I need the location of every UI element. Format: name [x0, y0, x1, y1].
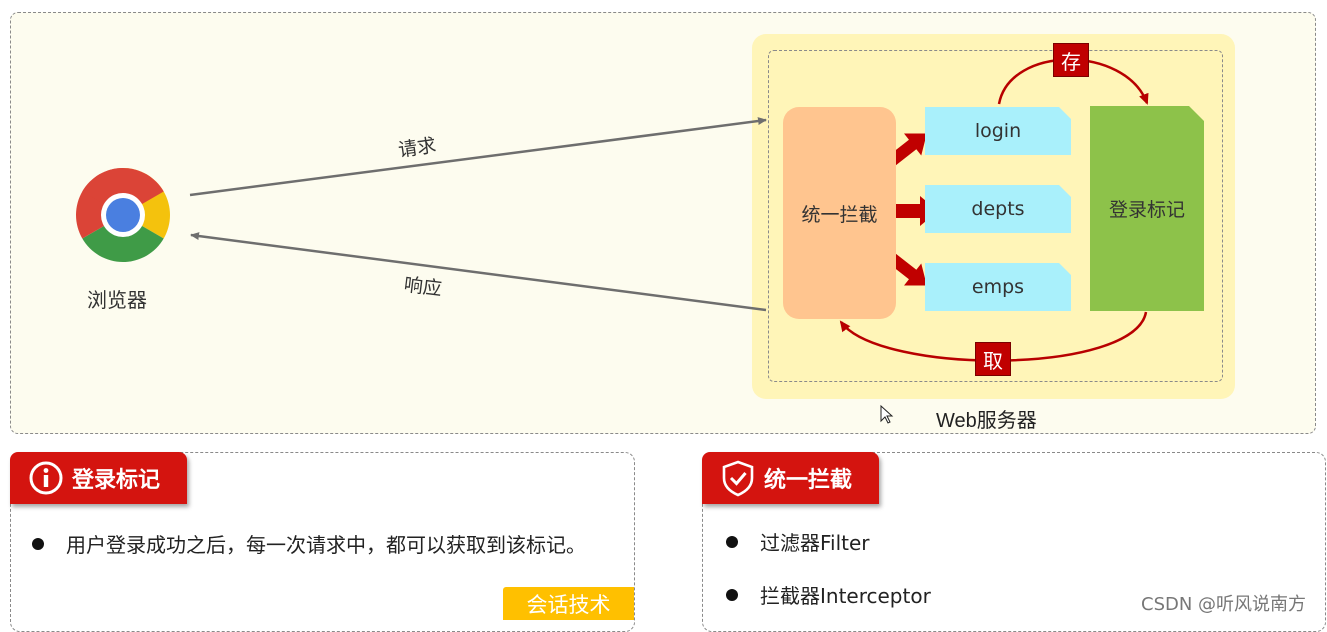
browser-icon: [76, 168, 170, 262]
login-flag-box: 登录标记: [1090, 106, 1204, 311]
fetch-tag: 取: [975, 342, 1011, 376]
list-item-text: 用户登录成功之后，每一次请求中，都可以获取到该标记。: [66, 533, 586, 557]
info-icon: [29, 461, 63, 495]
bullet-dot: [32, 537, 44, 550]
store-tag: 存: [1053, 43, 1089, 77]
shield-check-icon: [722, 460, 754, 497]
list-item-text: 拦截器Interceptor: [760, 584, 931, 608]
list-item-text: 过滤器Filter: [760, 531, 870, 555]
list-item: 过滤器Filter: [726, 527, 870, 556]
endpoint-depts: depts: [925, 185, 1071, 233]
request-label: 请求: [396, 134, 438, 162]
list-item: 用户登录成功之后，每一次请求中，都可以获取到该标记。: [32, 529, 586, 558]
session-tech-badge: 会话技术: [503, 587, 634, 620]
login-flag-card-title: 登录标记: [72, 468, 161, 493]
request-arrow: [189, 117, 767, 197]
bullet-dot: [726, 535, 738, 548]
web-server-boundary: [768, 50, 1223, 382]
web-server-label: Web服务器: [936, 410, 1037, 432]
browser-label: 浏览器: [87, 288, 147, 312]
mouse-cursor-icon: [880, 404, 894, 424]
login-flag-label: 登录标记: [1108, 199, 1185, 221]
interceptor-card-header: 统一拦截: [702, 452, 879, 504]
endpoint-login: login: [925, 107, 1071, 155]
response-arrow: [190, 232, 767, 312]
bullet-dot: [726, 588, 738, 601]
interceptor-box: 统一拦截: [783, 107, 896, 319]
endpoint-label: emps: [971, 276, 1025, 298]
watermark: CSDN @听风说南方: [1141, 594, 1307, 615]
login-flag-card-header: 登录标记: [10, 452, 187, 504]
list-item: 拦截器Interceptor: [726, 580, 931, 609]
endpoint-emps: emps: [925, 263, 1071, 311]
response-label: 响应: [402, 273, 444, 301]
endpoint-label: login: [974, 120, 1022, 142]
interceptor-label: 统一拦截: [801, 203, 878, 226]
endpoint-label: depts: [971, 198, 1025, 220]
interceptor-card-title: 统一拦截: [764, 468, 853, 493]
